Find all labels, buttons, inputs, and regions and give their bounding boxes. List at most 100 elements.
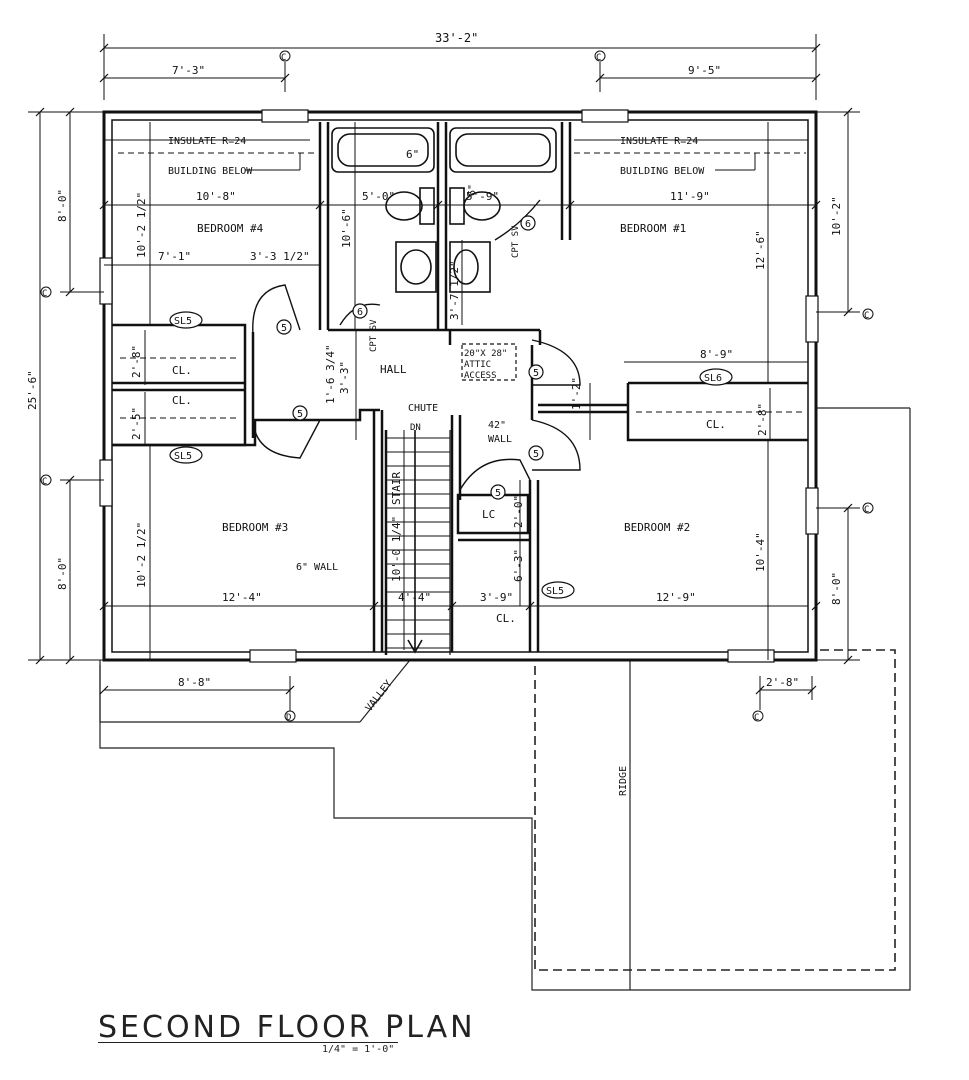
stair-label: STAIR	[390, 472, 403, 505]
dimension-tick	[65, 287, 75, 297]
dimension-tick	[843, 503, 853, 513]
dimension-tick	[525, 601, 535, 611]
six-wall-note: 6" WALL	[296, 562, 338, 573]
dim-8-0-left-top: 8'-0"	[56, 189, 69, 222]
roof-dashed-outline	[534, 649, 896, 971]
exterior-walls	[102, 110, 818, 662]
dimension-tick	[843, 655, 853, 665]
dimension-tick	[811, 200, 821, 210]
building-below-note: BUILDING BELOW	[620, 166, 705, 177]
dimension-tick	[595, 73, 605, 83]
dim-6-3: 6'-3"	[512, 549, 525, 582]
ridge-label: RIDGE	[618, 766, 629, 796]
grid-marker: C	[596, 53, 601, 63]
dim-10-6: 10'-6"	[340, 208, 353, 248]
grid-marker: C	[42, 477, 47, 487]
dimension-tick	[99, 200, 109, 210]
grid-marker: D	[286, 713, 291, 723]
sl5-tag: SL5	[174, 451, 192, 462]
attic-note: 20"X 28"	[464, 349, 507, 359]
dim-10-2-5-top: 10'-2 1/2"	[135, 192, 148, 258]
dim-10-0-25: 10'-0 1/4"	[390, 516, 403, 582]
dim-8-8: 8'-8"	[178, 676, 211, 689]
insulate-note: INSULATE R=24	[168, 136, 246, 147]
dimension-tick	[65, 475, 75, 485]
door-tag: 5	[495, 488, 501, 499]
dimension-ticks	[35, 43, 853, 695]
attic-note: ACCESS	[464, 371, 497, 381]
down-note: DN	[410, 423, 421, 433]
closet-label: CL.	[706, 418, 726, 431]
door-tag: 5	[297, 409, 303, 420]
drawing-title: SECOND FLOOR PLAN	[98, 1010, 476, 1045]
dimension-tick	[447, 601, 457, 611]
door-tag: 6	[525, 219, 531, 230]
dim-12-9: 12'-9"	[656, 591, 696, 604]
dim-8-0-left-bottom: 8'-0"	[56, 557, 69, 590]
chute-note: CHUTE	[408, 403, 438, 414]
grid-markers	[40, 50, 874, 722]
dim-6in: 6"	[406, 148, 419, 161]
sl5-tag: SL5	[546, 586, 564, 597]
grid-marker: C	[754, 713, 759, 723]
bedroom4-label: BEDROOM #4	[197, 222, 264, 235]
dimension-tick	[285, 685, 295, 695]
dimension-tick	[99, 685, 109, 695]
door-tag: 6	[357, 307, 363, 318]
dim-8-9: 8'-9"	[700, 348, 733, 361]
linen-closet-label: LC	[482, 508, 495, 521]
wall-42-note: 42"	[488, 420, 506, 431]
dimension-tick	[280, 73, 290, 83]
bedroom2-label: BEDROOM #2	[624, 521, 690, 534]
valley-line	[359, 659, 411, 723]
closet-label: CL.	[172, 394, 192, 407]
dimension-tick	[433, 200, 443, 210]
dimension-tick	[811, 601, 821, 611]
interior-walls	[112, 122, 808, 652]
attic-note: ATTIC	[464, 360, 491, 370]
grid-marker: C	[281, 53, 286, 63]
dim-2-0: 2'-0"	[512, 495, 525, 528]
overall-depth-dim: 25'-6"	[26, 370, 39, 410]
dim-11-9: 11'-9"	[670, 190, 710, 203]
dimension-tick	[315, 200, 325, 210]
closet-label: CL.	[496, 612, 516, 625]
dimension-tick	[843, 307, 853, 317]
dim-3-9: 3'-9"	[480, 591, 513, 604]
dim-10-4: 10'-4"	[754, 532, 767, 572]
dim-1-6-75: 1'-6 3/4"	[324, 344, 337, 404]
sl5-tag: SL5	[174, 316, 192, 327]
dim-6in-vertical: 6"	[467, 184, 478, 196]
wall-42-note: WALL	[488, 434, 512, 445]
sl6-tag: SL6	[704, 373, 722, 384]
bedroom3-label: BEDROOM #3	[222, 521, 288, 534]
valley-label: VALLEY	[364, 679, 395, 714]
dim-2-8-closet: 2'-8"	[130, 345, 143, 378]
tag-ovals	[169, 215, 733, 599]
dimension-tick	[565, 200, 575, 210]
dim-3-3: 3'-3"	[338, 361, 351, 394]
windows	[99, 109, 819, 663]
dimension-tick	[99, 73, 109, 83]
door-tag: 5	[533, 368, 539, 379]
cpt-sv-note: CPT SV	[511, 225, 521, 258]
dimension-tick	[65, 655, 75, 665]
dim-2-8-bottom: 2'-8"	[766, 676, 799, 689]
second-floor-plan-drawing: 33'-2" 7'-3" 9'-5" C C C C C C D C INSUL…	[26, 31, 911, 991]
cpt-sv-note: CPT SV	[369, 319, 379, 352]
dimension-tick	[99, 43, 109, 53]
dimension-tick	[755, 685, 765, 695]
dim-12-6: 12'-6"	[754, 230, 767, 270]
bath-fixtures	[331, 127, 557, 293]
dim-10-2-right: 10'-2"	[830, 196, 843, 236]
door-tag: 5	[281, 323, 287, 334]
dim-3-3-5: 3'-3 1/2"	[250, 250, 310, 263]
dim-5-0: 5'-0"	[362, 190, 395, 203]
dim-3-7-5: 3'-7 1/2"	[448, 260, 461, 320]
vertical-labels: 25'-6" 8'-0" 8'-0" 10'-2" 8'-0" 10'-2 1/…	[26, 184, 843, 605]
title-underline	[98, 1042, 398, 1043]
dimension-tick	[369, 601, 379, 611]
dim-8-0-right: 8'-0"	[830, 572, 843, 605]
roof-outline	[99, 407, 911, 991]
overall-width-dim: 33'-2"	[435, 31, 478, 45]
